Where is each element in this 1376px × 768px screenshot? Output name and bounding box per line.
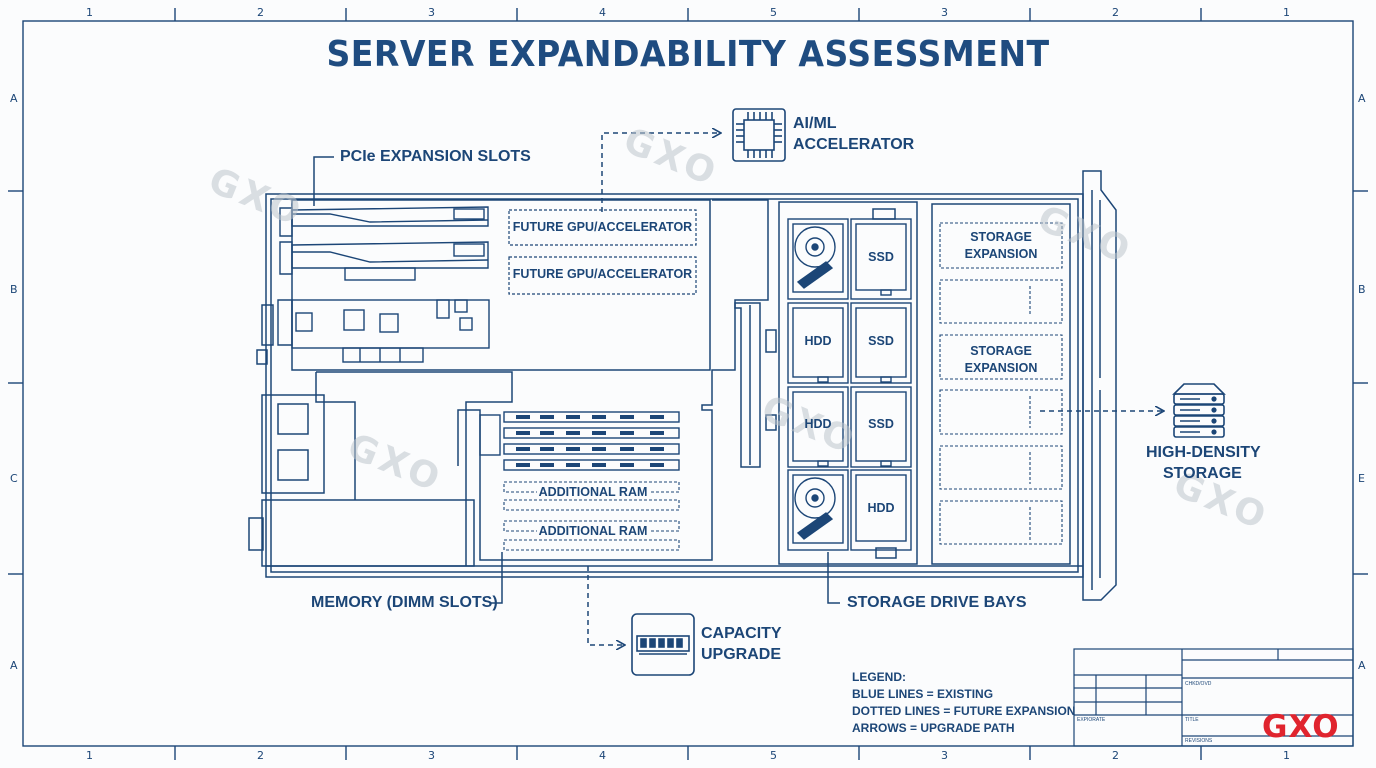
drive-ssd-label: SSD — [868, 334, 894, 348]
pcie-network-card — [277, 299, 490, 363]
ram-module-icon — [631, 613, 695, 676]
grid-bottom-4: 4 — [599, 749, 606, 762]
grid-left-1: A — [10, 92, 18, 105]
ai-accelerator-callout-line2: ACCELERATOR — [793, 136, 915, 153]
grid-bottom-5: 5 — [770, 749, 777, 762]
title-block-cell: REVISIONS — [1185, 738, 1213, 744]
hard-disk-platter-icon — [792, 474, 844, 544]
pcie-card-2 — [279, 241, 489, 281]
expansion-bays-dotted — [939, 222, 1063, 545]
grid-right-2: B — [1358, 283, 1366, 296]
legend-line-future: DOTTED LINES = FUTURE EXPANSION — [852, 704, 1076, 718]
grid-bottom-6: 3 — [941, 749, 948, 762]
gxo-logo: GXO — [1262, 709, 1340, 745]
drive-hdd-label: HDD — [867, 501, 895, 515]
grid-bottom-3: 3 — [428, 749, 435, 762]
memory-callout: MEMORY (DIMM SLOTS) — [311, 594, 498, 611]
hard-disk-platter-icon — [792, 223, 844, 293]
drive-ssd-label: SSD — [868, 417, 894, 431]
storage-expansion-label: EXPANSION — [964, 361, 1038, 375]
additional-ram-label: ADDITIONAL RAM — [537, 485, 649, 499]
ai-accelerator-callout-line1: AI/ML — [793, 115, 837, 132]
pcie-card-1 — [279, 206, 489, 237]
grid-bottom-7: 2 — [1112, 749, 1119, 762]
future-gpu-slot-label: FUTURE GPU/ACCELERATOR — [512, 267, 693, 281]
grid-top-3: 3 — [428, 6, 435, 19]
leader-lines — [313, 156, 840, 604]
grid-right-3: E — [1358, 472, 1365, 485]
high-density-callout-line1: HIGH-DENSITY — [1146, 444, 1261, 461]
title-block-cell: EXPIORATE — [1077, 717, 1106, 723]
grid-left-3: C — [10, 472, 18, 485]
grid-bottom-1: 1 — [86, 749, 93, 762]
grid-top-4: 4 — [599, 6, 606, 19]
grid-top-2: 2 — [257, 6, 264, 19]
additional-ram-label: ADDITIONAL RAM — [537, 524, 649, 538]
storage-expansion-label: STORAGE — [970, 344, 1032, 358]
grid-top-6: 3 — [941, 6, 948, 19]
grid-right-4: A — [1358, 659, 1366, 672]
storage-expansion-label: STORAGE — [970, 230, 1032, 244]
title-block-cell: TITLE — [1185, 717, 1199, 723]
expansion-bay-column — [931, 203, 1071, 565]
drive-ssd-label: SSD — [868, 250, 894, 264]
legend-line-existing: BLUE LINES = EXISTING — [852, 687, 994, 701]
dimm-chips — [516, 415, 664, 467]
pcie-callout: PCIe EXPANSION SLOTS — [340, 148, 531, 165]
upgrade-arrows — [587, 133, 1163, 645]
future-gpu-slot-label: FUTURE GPU/ACCELERATOR — [512, 220, 693, 234]
legend-line-arrows: ARROWS = UPGRADE PATH — [852, 721, 1015, 735]
grid-top-8: 1 — [1283, 6, 1290, 19]
server-chassis — [248, 170, 1117, 601]
grid-bottom-8: 1 — [1283, 749, 1290, 762]
legend-heading: LEGEND: — [852, 670, 906, 684]
grid-top-5: 5 — [770, 6, 777, 19]
capacity-upgrade-callout-line1: CAPACITY — [701, 625, 782, 642]
grid-bottom-2: 2 — [257, 749, 264, 762]
legend: LEGEND: BLUE LINES = EXISTING DOTTED LIN… — [852, 669, 1075, 737]
drive-bay-frames — [787, 218, 912, 551]
storage-expansion-label: EXPANSION — [964, 247, 1038, 261]
installed-dimms — [479, 411, 680, 471]
high-density-callout-line2: STORAGE — [1163, 465, 1242, 482]
grid-left-2: B — [10, 283, 18, 296]
drive-hdd-label: HDD — [804, 417, 832, 431]
page-title: SERVER EXPANDABILITY ASSESSMENT — [326, 34, 1050, 75]
title-block-cell: CHKD/OVD — [1185, 681, 1212, 687]
drawing-frame — [8, 8, 1368, 760]
future-gpu-slots — [508, 209, 697, 295]
chip-icon — [732, 108, 786, 162]
drive-hdd-label: HDD — [804, 334, 832, 348]
storage-bays-callout: STORAGE DRIVE BAYS — [847, 594, 1027, 611]
capacity-upgrade-callout-line2: UPGRADE — [701, 646, 782, 663]
title-block — [1073, 648, 1354, 747]
grid-left-4: A — [10, 659, 18, 672]
grid-top-1: 1 — [86, 6, 93, 19]
server-stack-icon — [1172, 383, 1226, 438]
grid-right-1: A — [1358, 92, 1366, 105]
grid-top-7: 2 — [1112, 6, 1119, 19]
